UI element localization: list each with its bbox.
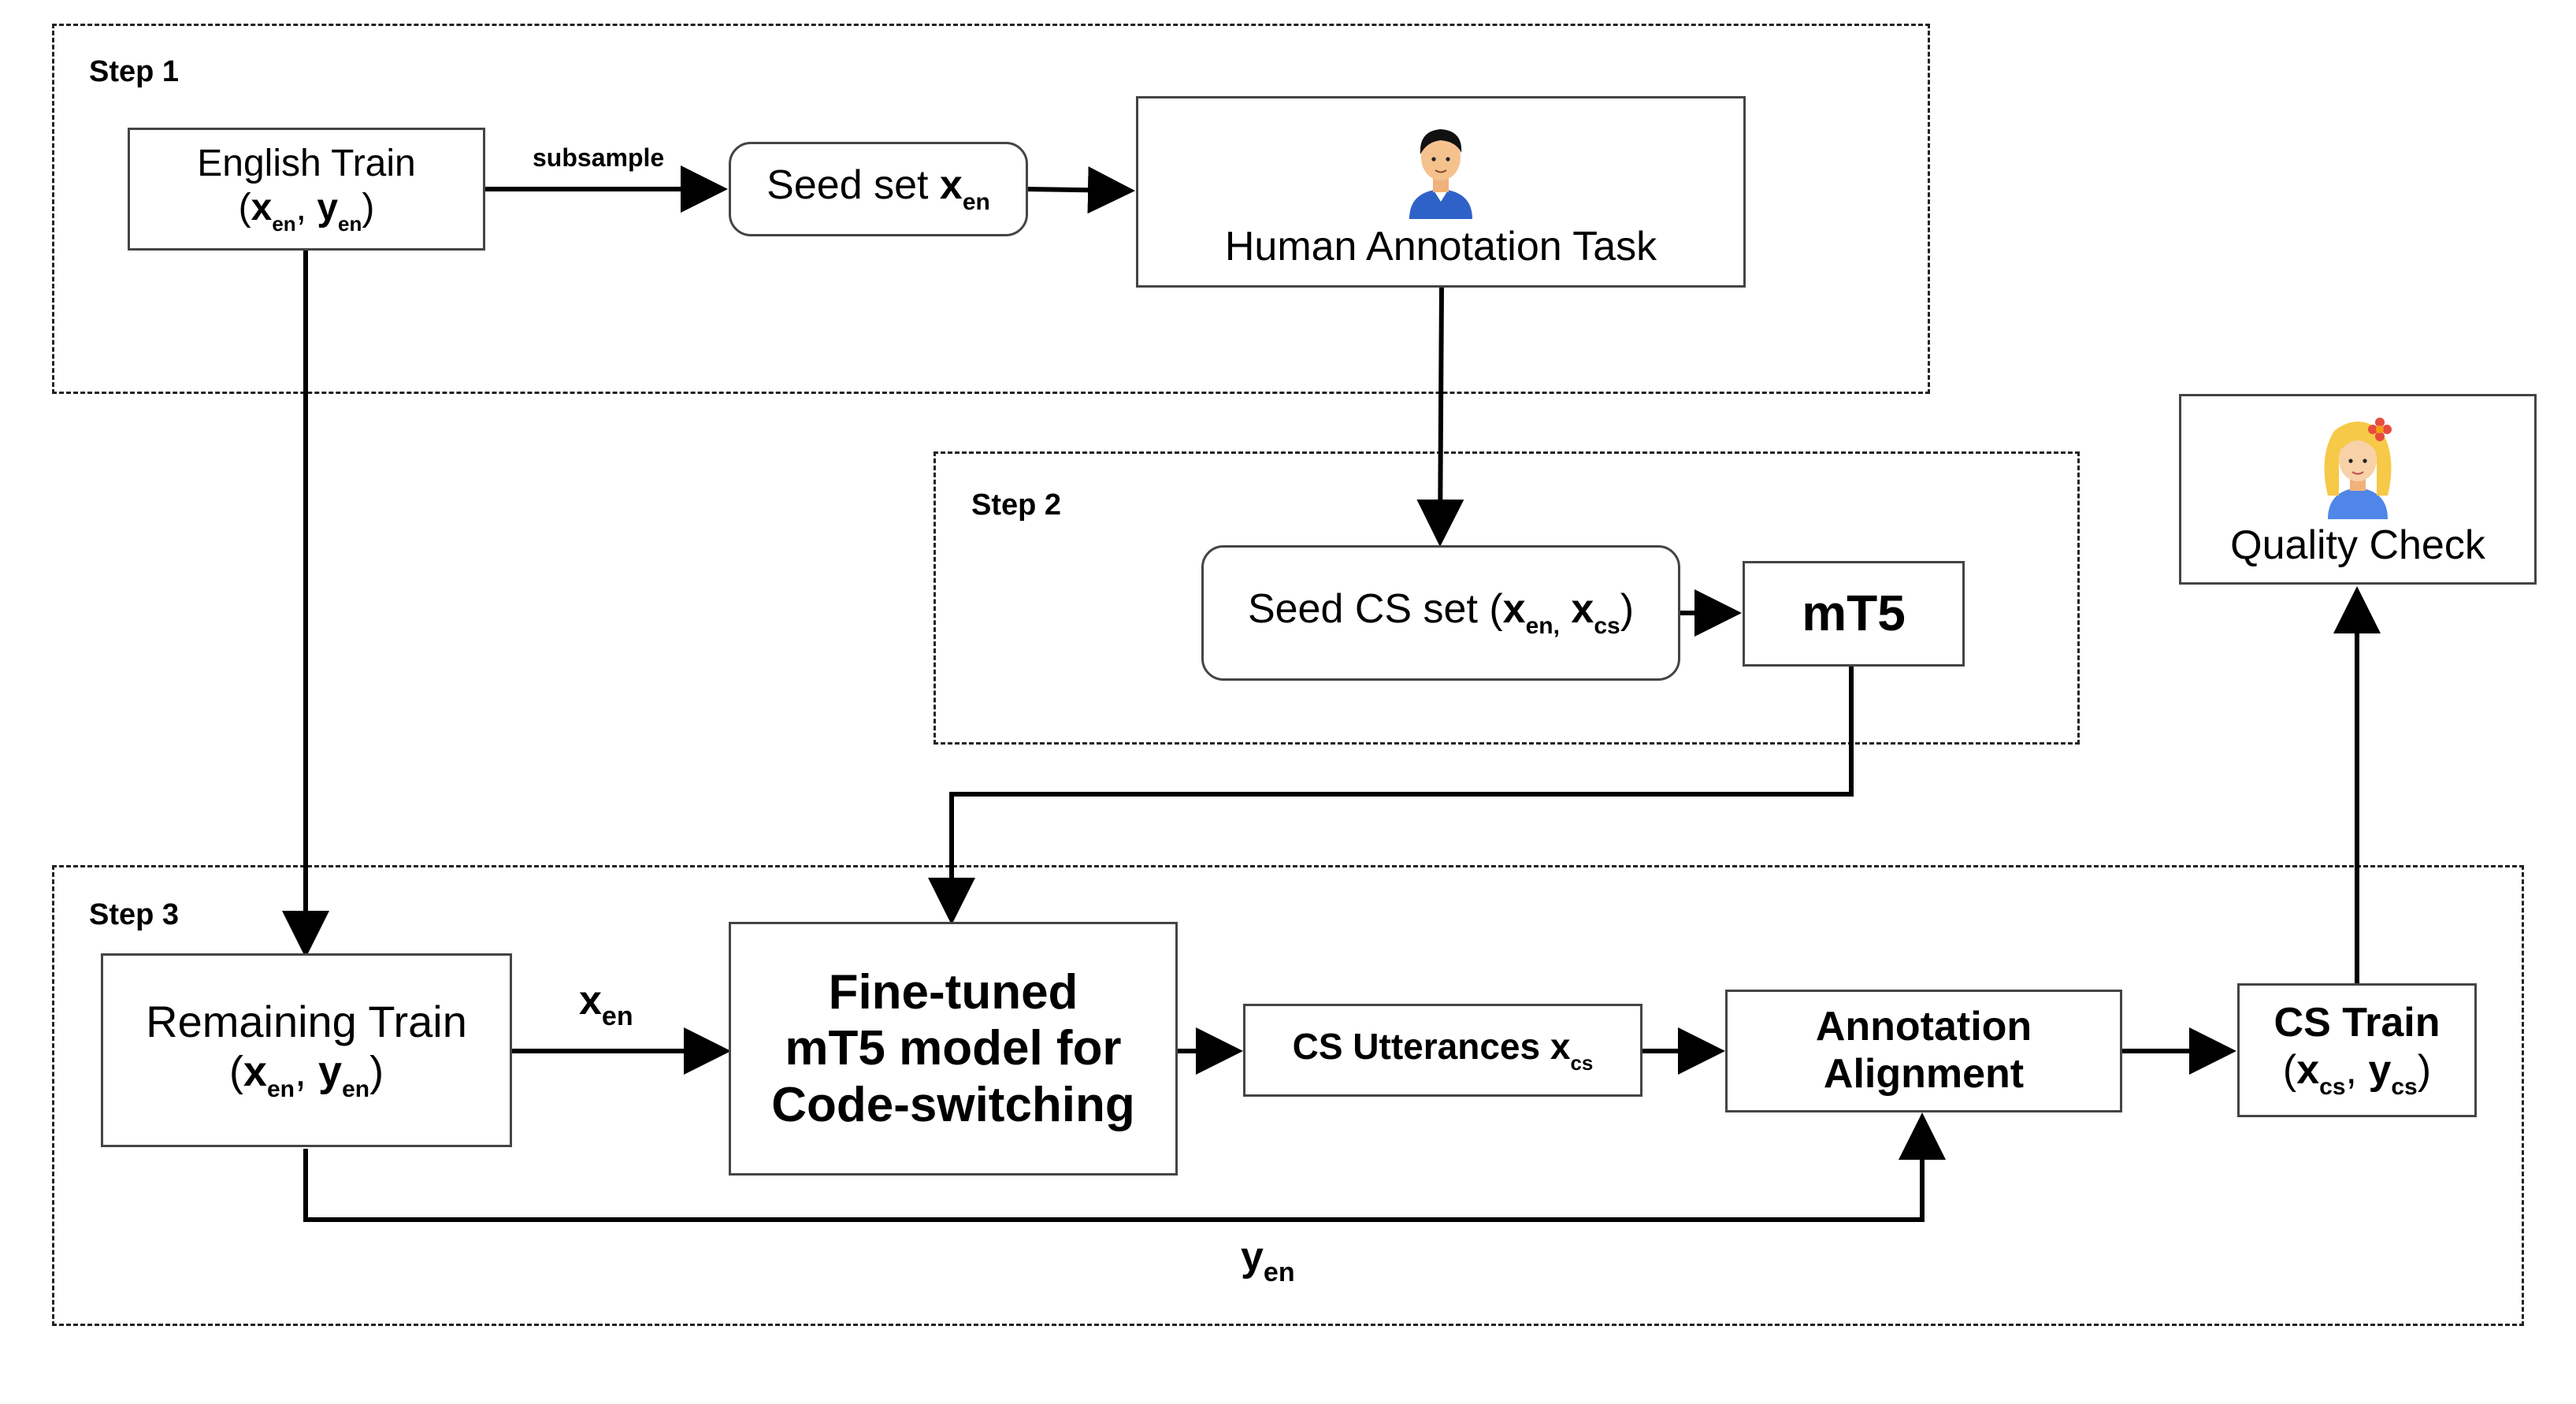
- remaining-train-title: Remaining Train: [146, 997, 467, 1047]
- comma: ,: [2345, 1046, 2357, 1093]
- edge-seed-to-human: [1026, 166, 1135, 214]
- cs-utterances-node: CS Utterances xcs: [1243, 1004, 1642, 1097]
- seed-cs-x1: x: [1502, 585, 1526, 632]
- var-y: y: [318, 1048, 343, 1096]
- var-y: y: [2368, 1046, 2392, 1093]
- seed-set-label: Seed set xen: [766, 162, 990, 217]
- seed-set-text: Seed set: [766, 162, 940, 208]
- cs-utterances-sub: cs: [1570, 1050, 1594, 1075]
- seed-cs-x2: x: [1571, 585, 1594, 632]
- cs-train-title: CS Train: [2273, 999, 2441, 1046]
- var-y-sub: en: [338, 211, 362, 236]
- edge-label-xen-main: x: [579, 978, 602, 1023]
- english-train-vars: (xen, yen): [239, 186, 375, 236]
- edge-label-yen-sub: en: [1263, 1257, 1295, 1287]
- edge-remaining-to-alignment: [303, 1112, 1946, 1222]
- remaining-train-vars: (xen, yen): [229, 1047, 384, 1104]
- paren-open: (: [228, 1048, 243, 1096]
- annotation-alignment-node: Annotation Alignment: [1725, 990, 2122, 1112]
- comma: ,: [294, 1048, 306, 1096]
- edge-human-to-seedcs: [1416, 287, 1464, 547]
- edge-label-xen-sub: en: [601, 1001, 633, 1031]
- quality-check-label: Quality Check: [2230, 522, 2485, 569]
- seed-cs-text: Seed CS set (: [1247, 585, 1503, 632]
- human-annotation-label: Human Annotation Task: [1224, 224, 1657, 270]
- step1-label: Step 1: [89, 55, 180, 88]
- alignment-line1: Annotation: [1815, 1004, 2032, 1050]
- mt5-label: mT5: [1802, 585, 1906, 642]
- seed-cs-x2-sub: cs: [1594, 612, 1620, 639]
- var-x-sub: en: [266, 1076, 295, 1103]
- alignment-line2: Alignment: [1823, 1051, 2025, 1097]
- paren-open: (: [2282, 1046, 2297, 1093]
- var-x-sub: cs: [2319, 1073, 2346, 1100]
- var-y-sub: en: [342, 1076, 370, 1103]
- var-x: x: [243, 1048, 267, 1096]
- seed-cs-set-node: Seed CS set (xen, xcs): [1201, 545, 1680, 681]
- man-avatar-icon: [1409, 129, 1472, 220]
- var-x: x: [2296, 1046, 2320, 1093]
- var-x: x: [251, 186, 273, 228]
- paren-close: ): [369, 1048, 384, 1096]
- seed-set-node: Seed set xen: [729, 142, 1028, 236]
- finetuned-line1: Fine-tuned: [828, 965, 1078, 1020]
- english-train-node: English Train (xen, yen): [128, 128, 485, 251]
- cs-utterances-text: CS Utterances x: [1292, 1025, 1571, 1067]
- finetuned-mt5-node: Fine-tuned mT5 model for Code-switching: [729, 922, 1178, 1176]
- step2-label: Step 2: [971, 488, 1062, 522]
- mt5-node: mT5: [1743, 561, 1965, 667]
- seed-set-x: x: [939, 162, 963, 208]
- seed-cs-set-label: Seed CS set (xen, xcs): [1248, 586, 1634, 641]
- edge-label-yen-main: y: [1241, 1234, 1264, 1280]
- var-x-sub: en: [272, 211, 296, 236]
- paren-close: ): [2417, 1046, 2432, 1093]
- remaining-train-node: Remaining Train (xen, yen): [101, 953, 512, 1147]
- finetuned-line3: Code-switching: [771, 1077, 1135, 1132]
- paren-close: ): [362, 186, 375, 228]
- cs-utterances-label: CS Utterances xcs: [1293, 1026, 1594, 1075]
- cs-train-vars: (xcs, ycs): [2283, 1047, 2431, 1101]
- step1-group: [52, 24, 1930, 394]
- edge-mt5-to-finetuned: [928, 666, 1854, 925]
- comma: ,: [295, 186, 306, 228]
- edge-label-yen: yen: [1241, 1233, 1295, 1288]
- seed-cs-close: ): [1620, 585, 1635, 632]
- step2-group: [934, 451, 2080, 745]
- seed-cs-x1-sub: en,: [1525, 612, 1560, 639]
- var-y-sub: cs: [2391, 1073, 2418, 1100]
- seed-set-x-sub: en: [962, 188, 990, 215]
- step3-label: Step 3: [89, 898, 180, 931]
- var-y: y: [317, 186, 339, 228]
- quality-check-node: Quality Check: [2179, 394, 2537, 585]
- cs-train-node: CS Train (xcs, ycs): [2237, 983, 2477, 1117]
- human-annotation-node: Human Annotation Task: [1136, 96, 1746, 288]
- paren-open: (: [238, 186, 251, 228]
- edge-label-subsample: subsample: [533, 143, 665, 172]
- finetuned-line2: mT5 model for: [785, 1021, 1122, 1076]
- step3-group: [52, 865, 2524, 1326]
- english-train-title: English Train: [197, 143, 416, 185]
- edge-label-xen: xen: [579, 977, 633, 1032]
- woman-avatar-icon: [2324, 418, 2392, 520]
